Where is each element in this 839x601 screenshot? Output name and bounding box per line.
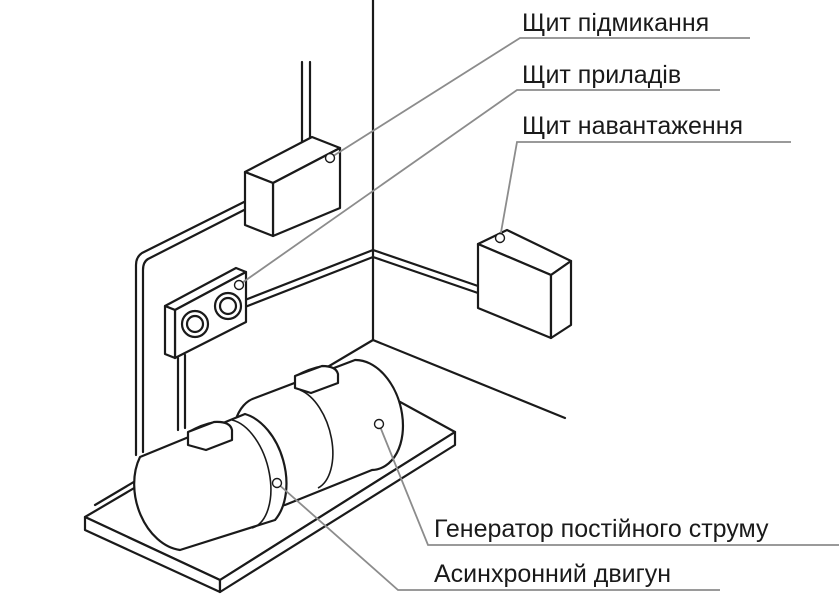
leader-dot bbox=[235, 281, 244, 290]
leader-dot bbox=[375, 420, 384, 429]
gauge-icon bbox=[215, 293, 241, 319]
leader-dot bbox=[273, 479, 282, 488]
label-connection-panel: Щит підмикання bbox=[522, 9, 709, 37]
label-load-panel: Щит навантаження bbox=[522, 112, 743, 140]
load-panel bbox=[478, 230, 571, 338]
label-async-motor: Асинхронний двигун bbox=[434, 560, 671, 588]
leader-connection-panel bbox=[330, 38, 750, 158]
leader-load-panel bbox=[500, 142, 791, 238]
instrument-panel bbox=[165, 268, 246, 358]
leader-dot bbox=[326, 154, 335, 163]
label-dc-generator: Генератор постійного струму bbox=[434, 515, 769, 543]
label-instrument-panel: Щит приладів bbox=[522, 61, 681, 89]
connection-panel bbox=[245, 137, 340, 236]
leader-dot bbox=[496, 234, 505, 243]
gauge-icon bbox=[182, 311, 208, 337]
